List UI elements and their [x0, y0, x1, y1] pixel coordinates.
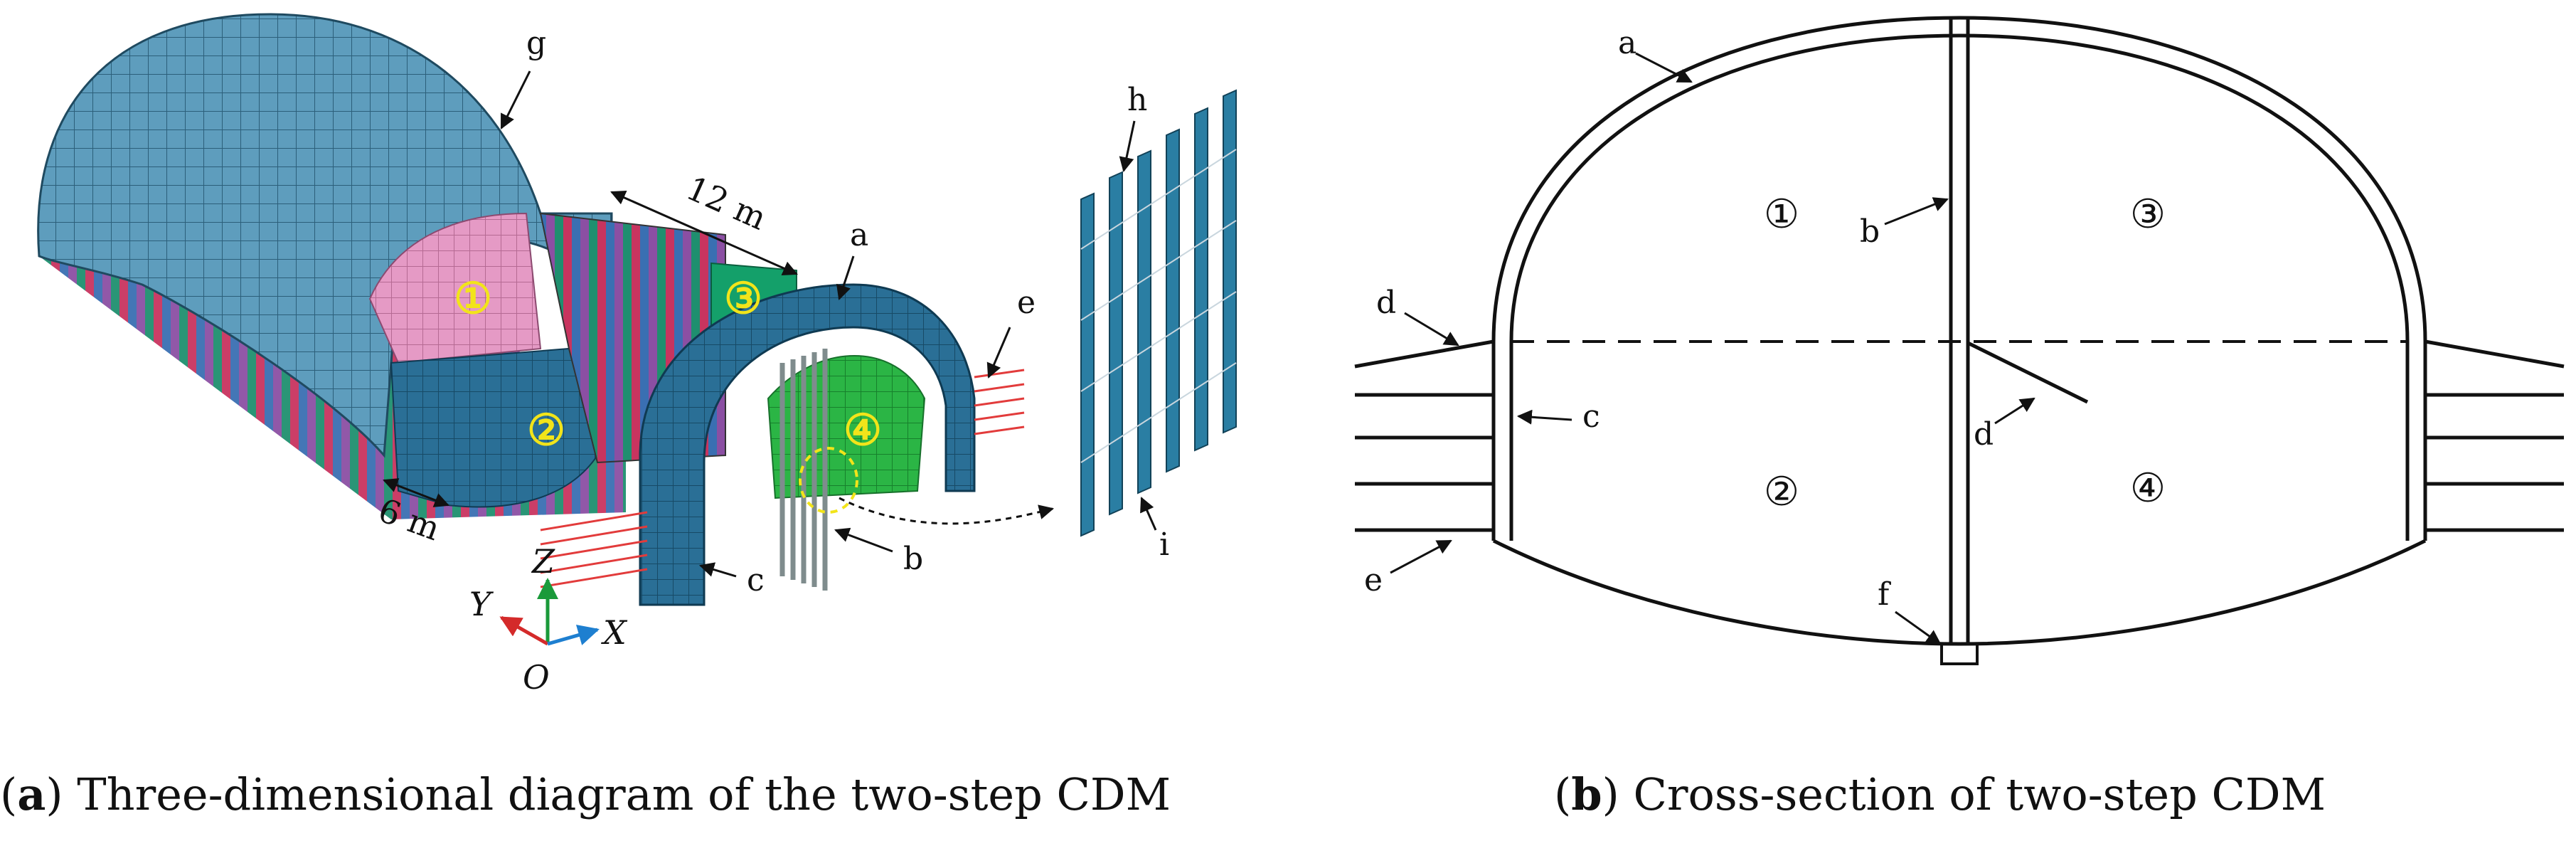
leader-d-mid	[1994, 397, 2035, 425]
label-b3d: b	[903, 541, 923, 577]
lining-outer	[1491, 16, 2427, 541]
foot-bolts-left	[540, 511, 648, 588]
x-axis	[547, 624, 600, 646]
temporary-ribs	[779, 349, 828, 591]
dim-12m-label: 12 m	[681, 169, 772, 238]
caption-b-letter: b	[1571, 768, 1602, 820]
foot-bolts-right-2d	[2425, 393, 2564, 532]
joint-highlight	[799, 447, 858, 514]
region-1-face	[368, 212, 542, 364]
caption-panel-b: (b) Cross-section of two-step CDM	[1554, 768, 2326, 820]
region-2-block	[390, 347, 599, 508]
dim-12m-line	[610, 191, 798, 275]
panel-b-cross-section	[1354, 16, 2565, 665]
foot-bolts-left-2d	[1355, 393, 1494, 532]
label-f: f	[1878, 576, 1891, 613]
origin-label: O	[523, 658, 550, 697]
region-3-number: ③	[724, 274, 762, 324]
lining-left-wall	[1491, 342, 1513, 541]
label-d-mid: d	[1974, 416, 1994, 453]
region-2-label-2d: ②	[1764, 469, 1799, 515]
front-support-arch	[639, 283, 976, 606]
label-e2d: e	[1364, 562, 1383, 598]
steel-rib-bars	[1080, 89, 1237, 537]
x-axis-label: X	[601, 613, 628, 652]
caption-a-text: Three-dimensional diagram of the two-ste…	[63, 768, 1171, 820]
leader-e3d	[986, 327, 1011, 379]
y-axis-label: Y	[469, 585, 494, 623]
label-c3d: c	[747, 562, 765, 598]
foot-bolts-right	[974, 369, 1025, 435]
leader-b3d	[834, 527, 893, 553]
y-axis	[499, 615, 549, 646]
label-h: h	[1127, 82, 1147, 118]
label-c2d: c	[1582, 398, 1600, 435]
region-3-label-2d: ③	[2130, 191, 2166, 238]
middle-wall	[1949, 18, 1970, 644]
panel-b-labels: ① ② ③ ④ a b d c d e f	[1364, 25, 2166, 645]
region-2-number: ②	[527, 406, 565, 455]
label-e3d: e	[1017, 285, 1036, 321]
z-axis-label: Z	[531, 542, 555, 581]
caption-b-text: Cross-section of two-step CDM	[1619, 768, 2326, 820]
leader-a2d	[1635, 52, 1693, 83]
caption-a-letter: a	[17, 768, 46, 820]
detail-connector	[839, 497, 1055, 525]
leader-c3d	[698, 562, 737, 578]
caption-panel-a: (a) Three-dimensional diagram of the two…	[0, 768, 1171, 820]
leader-d-left	[1404, 312, 1459, 347]
label-d-left: d	[1376, 285, 1396, 321]
label-g: g	[526, 25, 546, 61]
region-4-label-2d: ④	[2130, 465, 2166, 512]
leader-a3d	[836, 255, 855, 300]
lining-inner	[1509, 33, 2410, 541]
wall-footing	[1940, 642, 1979, 665]
steel-rib-detail: h i	[1080, 82, 1237, 563]
temp-strut	[1966, 341, 2089, 404]
leader-b2d	[1884, 197, 1949, 226]
panel-a-3d-model: ① ② ③ ④ 12 m 6 m g a e b c Z Y X O	[37, 13, 1237, 697]
dim-6m-line	[383, 478, 449, 507]
leader-e2d	[1390, 539, 1452, 574]
leader-g	[500, 70, 531, 129]
leader-f	[1895, 610, 1942, 645]
label-a2d: a	[1618, 25, 1636, 61]
lock-foot-left	[1354, 339, 1494, 369]
region-1-number: ①	[454, 274, 492, 324]
label-b2d: b	[1860, 213, 1880, 250]
coordinate-axes: Z Y X O	[469, 542, 628, 697]
label-i: i	[1159, 527, 1169, 563]
lock-foot-right	[2425, 339, 2565, 369]
region-4-number: ④	[843, 406, 882, 455]
steel-rib-tie-bars	[1080, 149, 1237, 463]
leader-h	[1119, 120, 1136, 173]
leader-c2d	[1516, 409, 1572, 425]
label-a3d: a	[850, 217, 868, 253]
region-1-label-2d: ①	[1764, 191, 1799, 238]
invert-curve	[1492, 539, 2427, 646]
leader-i	[1140, 497, 1157, 531]
